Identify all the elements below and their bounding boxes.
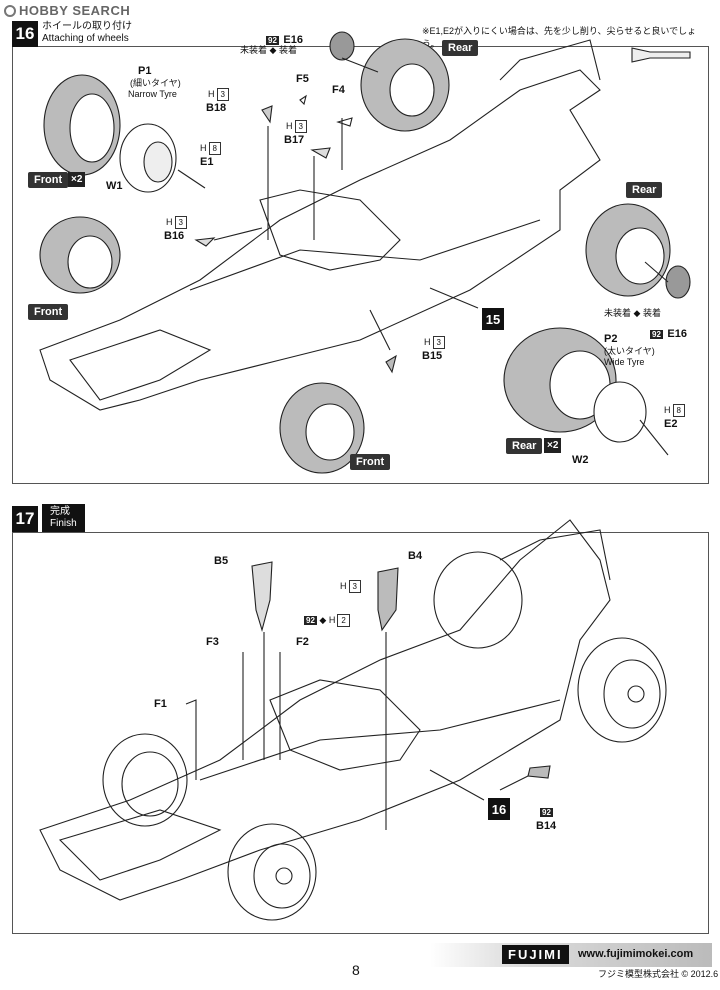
callout-f1: F1 — [154, 698, 167, 710]
hobby-search-watermark: HOBBY SEARCH — [4, 3, 130, 18]
callout-p2-jp: (太いタイヤ) — [604, 346, 655, 356]
page-number: 8 — [352, 962, 360, 978]
callout-e2: E2 — [664, 418, 678, 430]
callout-b16: B16 — [164, 230, 185, 242]
callout-b5: B5 — [214, 555, 229, 567]
callout-p1-jp: (細いタイヤ) — [130, 78, 181, 88]
step17-frame — [12, 532, 709, 934]
step16-note: ※E1,E2が入りにくい場合は、先を少し削り、尖らせると良いでしょう。 — [422, 26, 697, 49]
footer-copyright: フジミ模型株式会社 © 2012.6 — [598, 969, 719, 979]
footer-bar — [430, 943, 712, 967]
step16-title-en: Attaching of wheels — [42, 33, 129, 44]
tag-rear-1: Rear — [442, 40, 479, 56]
ref-step-15: 15 — [482, 308, 504, 330]
callout-p2: P2 — [604, 333, 618, 345]
callout-e16-bottom: 92 E16 — [650, 328, 687, 340]
callout-b14: B14 — [536, 820, 557, 832]
x2-icon-2: ×2 — [544, 438, 562, 453]
callout-b15: B15 — [422, 350, 443, 362]
step17-title-en: Finish — [50, 518, 77, 529]
swap-icon: ◆ — [269, 45, 277, 55]
callout-p2-en: Wide Tyre — [604, 357, 645, 367]
fujimi-logo: FUJIMI — [502, 945, 569, 964]
step17-title-jp: 完成 — [50, 506, 70, 517]
callout-b18: B18 — [206, 102, 227, 114]
callout-p1: P1 — [138, 65, 152, 77]
callout-w2: W2 — [572, 454, 589, 466]
callout-b17: B17 — [284, 134, 305, 146]
callout-e16-top-install: 未装着 ◆ 装着 — [240, 45, 297, 55]
step16-frame — [12, 46, 709, 484]
tag-rear-3: Rear — [506, 438, 543, 454]
hobby-search-logo-icon — [4, 4, 16, 17]
tag-front-3: Front — [350, 454, 391, 470]
callout-f4: F4 — [332, 84, 345, 96]
step16-title-jp: ホイールの取り付け — [42, 21, 132, 32]
callout-b14-92: 92 — [540, 808, 553, 817]
ref-step-16: 16 — [488, 798, 510, 820]
callout-p1-en: Narrow Tyre — [128, 89, 177, 99]
step16-number: 16 — [12, 21, 38, 47]
callout-b4: B4 — [408, 550, 423, 562]
step17-number: 17 — [12, 506, 38, 532]
callout-f2: F2 — [296, 636, 309, 648]
footer-url[interactable]: www.fujimimokei.com — [578, 948, 694, 960]
step16-title: ホイールの取り付け Attaching of wheels — [42, 21, 136, 45]
x2-icon: ×2 — [68, 172, 86, 187]
callout-e16-top: 92 E16 — [266, 34, 303, 46]
tag-front-2: Front — [28, 304, 69, 320]
tag-rear-2: Rear — [626, 182, 663, 198]
callout-f3: F3 — [206, 636, 219, 648]
callout-w1: W1 — [106, 180, 123, 192]
swap-icon-2: ◆ — [633, 308, 641, 318]
step17-title: 完成 Finish — [42, 504, 85, 532]
callout-e16-bottom-install: 未装着 ◆ 装着 — [604, 308, 661, 318]
callout-e1: E1 — [200, 156, 214, 168]
tag-front-1: Front — [28, 172, 69, 188]
swap-icon-3: ◆ — [319, 615, 327, 625]
callout-f5: F5 — [296, 73, 309, 85]
